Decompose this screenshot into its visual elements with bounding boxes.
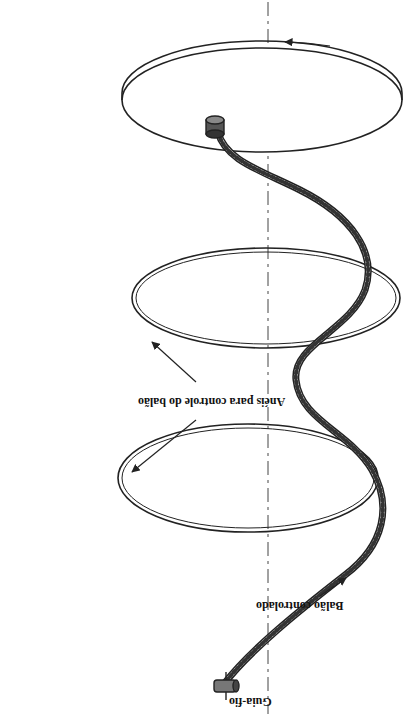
control-ring — [118, 424, 378, 532]
leader-line — [132, 342, 346, 596]
part-label: Anéis para controle do balão — [138, 395, 285, 409]
part-label: Balão controlado — [256, 599, 343, 613]
yarn-eyelet — [206, 116, 224, 138]
rotating-disk — [122, 41, 402, 152]
part-label: Guia-fio — [229, 695, 272, 709]
